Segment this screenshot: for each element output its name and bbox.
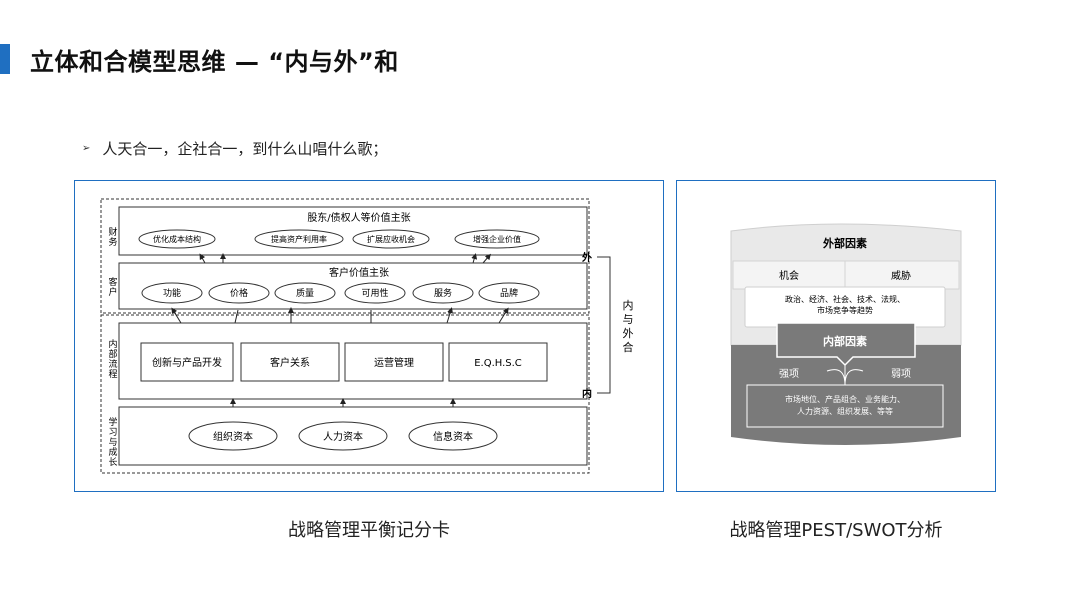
process-label-3: 流 [108, 358, 117, 370]
internal-text-1: 市场地位、产品组合、业务能力、 [785, 394, 905, 404]
learning-item-2: 人力资本 [323, 430, 363, 443]
customer-title: 客户价值主张 [329, 266, 389, 279]
finance-label-1: 财 [108, 226, 117, 238]
swot-diagram: 外部因素 机会 威胁 政治、经济、社会、技术、法规、 市场竞争等趋势 内部因素 … [730, 223, 962, 445]
customer-item-2: 价格 [230, 287, 248, 299]
internal-factors-block [731, 345, 961, 445]
swot-panel: 外部因素 机会 威胁 政治、经济、社会、技术、法规、 市场竞争等趋势 内部因素 … [676, 180, 996, 492]
bracket-label-4: 合 [623, 340, 634, 354]
opportunity-label: 机会 [779, 269, 799, 282]
process-item-3: 运营管理 [374, 356, 414, 369]
customer-item-4: 可用性 [361, 287, 388, 299]
balanced-scorecard-panel: 财 务 股东/债权人等价值主张 优化成本结构 提高资产利用率 扩展应收机会 增强… [74, 180, 664, 492]
threat-label: 威胁 [891, 269, 911, 282]
learning-label-3: 与 [108, 437, 117, 448]
process-label-2: 部 [108, 348, 117, 360]
bsc-caption: 战略管理平衡记分卡 [288, 520, 450, 541]
inner-outer-bracket [597, 256, 611, 394]
learning-items: 组织资本 人力资本 信息资本 [188, 421, 498, 451]
inner-label: 内 [582, 387, 592, 400]
learning-label-5: 长 [108, 456, 117, 468]
title-accent-bar [0, 44, 10, 74]
internal-title: 内部因素 [823, 334, 867, 348]
internal-text-2: 人力资源、组织发展、等等 [797, 406, 893, 416]
weakness-label: 弱项 [891, 368, 911, 380]
process-item-4: E.Q.H.S.C [474, 358, 522, 369]
learning-item-3: 信息资本 [433, 430, 473, 443]
process-label-4: 程 [108, 369, 117, 380]
external-text-1: 政治、经济、社会、技术、法规、 [785, 294, 905, 304]
customer-label-2: 户 [108, 286, 117, 298]
finance-title: 股东/债权人等价值主张 [307, 211, 410, 224]
process-items: 创新与产品开发 客户关系 运营管理 E.Q.H.S.C [140, 342, 548, 382]
internal-title-tab [776, 322, 916, 367]
finance-item-4: 增强企业价值 [473, 234, 521, 244]
swot-caption: 战略管理PEST/SWOT分析 [729, 520, 943, 541]
bullet-item: ➢ 人天合一，企社合一，到什么山唱什么歌； [82, 138, 387, 159]
customer-item-1: 功能 [163, 287, 181, 299]
learning-label-4: 成 [108, 446, 117, 458]
finance-item-1: 优化成本结构 [153, 234, 201, 244]
outer-label: 外 [581, 251, 592, 264]
learning-label-2: 习 [108, 427, 117, 438]
customer-item-5: 服务 [434, 287, 452, 299]
learning-item-1: 组织资本 [213, 430, 253, 443]
strength-label: 强项 [779, 368, 799, 380]
finance-label-2: 务 [108, 236, 117, 248]
customer-label-1: 客 [108, 276, 117, 288]
process-label-1: 内 [108, 338, 117, 350]
customer-items: 功能 价格 质量 可用性 服务 品牌 [141, 282, 540, 304]
customer-item-6: 品牌 [500, 287, 518, 299]
external-text-2: 市场竞争等趋势 [817, 305, 873, 315]
bullet-text: 人天合一，企社合一，到什么山唱什么歌； [102, 140, 388, 158]
bracket-label-3: 外 [623, 327, 634, 340]
internal-zone-border [100, 314, 590, 474]
process-item-2: 客户关系 [270, 356, 310, 369]
process-item-1: 创新与产品开发 [152, 356, 222, 369]
finance-item-2: 提高资产利用率 [271, 234, 327, 244]
finance-items: 优化成本结构 提高资产利用率 扩展应收机会 增强企业价值 [138, 229, 540, 249]
slide-title: 立体和合模型思维 — “内与外”和 [30, 48, 399, 76]
learning-label-1: 学 [108, 416, 117, 428]
bullet-arrow-icon: ➢ [82, 143, 91, 154]
bracket-label-2: 与 [623, 313, 634, 326]
external-title: 外部因素 [822, 236, 867, 250]
finance-item-3: 扩展应收机会 [367, 234, 415, 244]
bracket-label-1: 内 [623, 298, 634, 312]
balanced-scorecard-diagram: 财 务 股东/债权人等价值主张 优化成本结构 提高资产利用率 扩展应收机会 增强… [100, 198, 634, 474]
external-zone-border [100, 198, 590, 314]
customer-item-3: 质量 [296, 287, 314, 299]
